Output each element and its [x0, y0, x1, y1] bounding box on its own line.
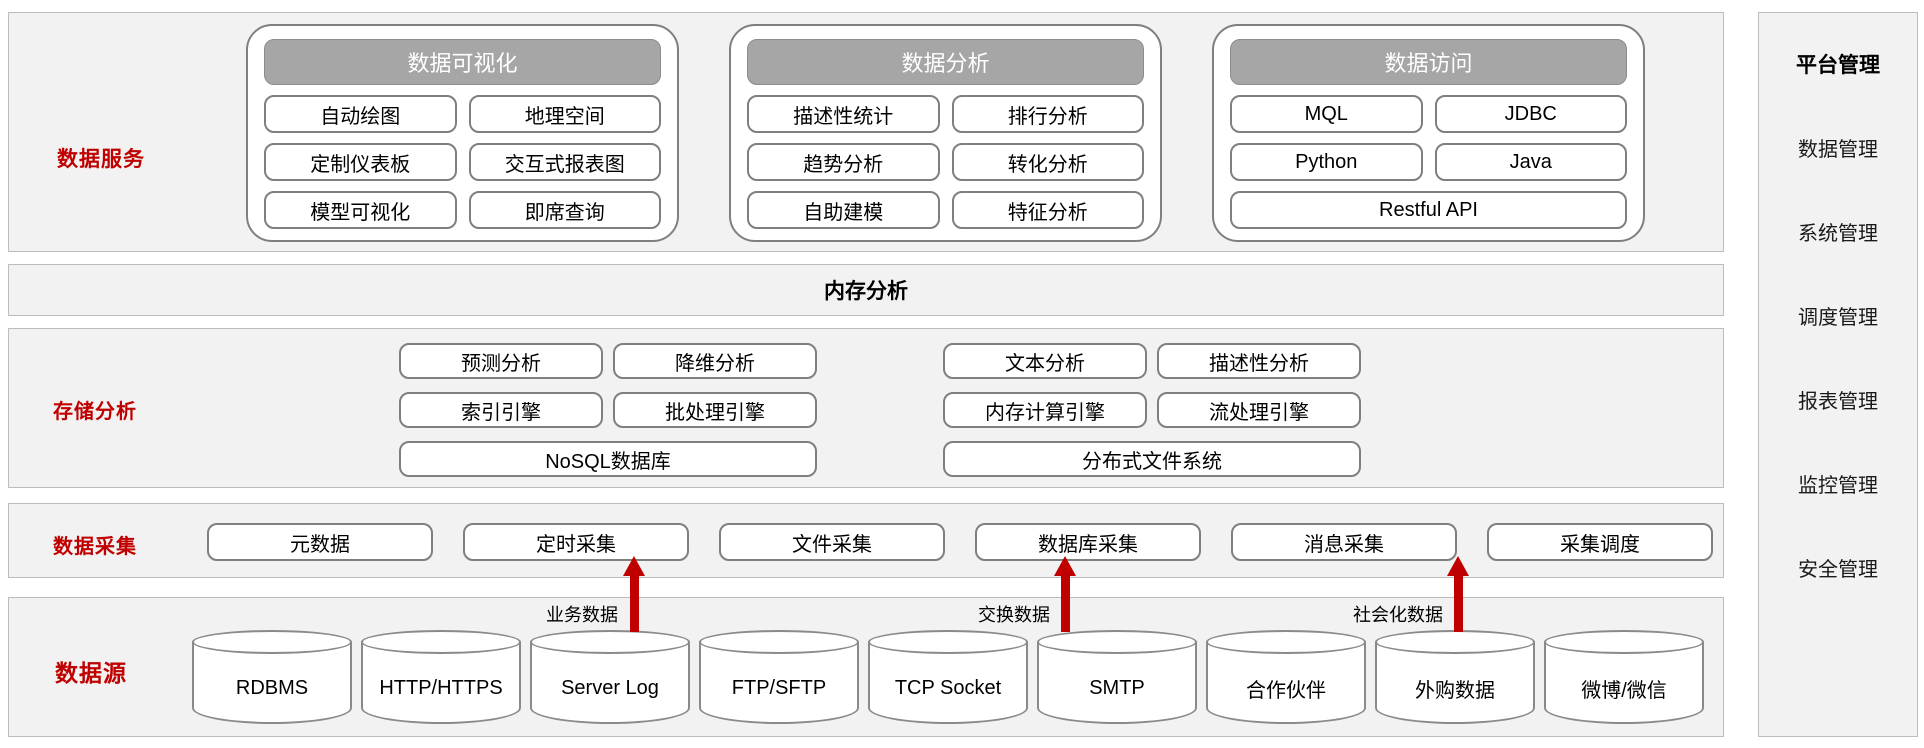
flow-label-exchange-data: 交换数据 [978, 605, 1050, 625]
service-groups: 数据可视化 自动绘图 地理空间 定制仪表板 交互式报表图 模型可视化 即席查询 … [246, 24, 1645, 242]
sidebar-item-security-management: 安全管理 [1798, 559, 1878, 581]
diagram-box: 交互式报表图 [468, 143, 661, 181]
section-label-data-collection: 数据采集 [53, 536, 137, 558]
cylinder-top-icon [699, 630, 859, 654]
database-cylinder: HTTP/HTTPS [361, 630, 521, 724]
database-cylinder: 合作伙伴 [1206, 630, 1366, 724]
diagram-box: 消息采集 [1231, 523, 1457, 561]
memory-analysis-label: 内存分析 [824, 280, 908, 303]
diagram-box: 降维分析 [613, 343, 817, 379]
up-arrow-icon [1054, 556, 1076, 632]
sidebar-item-data-management: 数据管理 [1798, 139, 1878, 161]
group-data-access: 数据访问 MQL JDBC Python Java Restful API [1212, 24, 1645, 242]
diagram-box: 流处理引擎 [1157, 392, 1361, 428]
database-cylinder: TCP Socket [868, 630, 1028, 724]
sidebar-platform-management: 平台管理 数据管理 系统管理 调度管理 报表管理 监控管理 安全管理 [1758, 12, 1918, 737]
diagram-box: 特征分析 [951, 191, 1144, 229]
section-data-services: 数据服务 数据可视化 自动绘图 地理空间 定制仪表板 交互式报表图 模型可视化 … [8, 12, 1724, 252]
section-label-data-services: 数据服务 [57, 148, 145, 171]
diagram-box: 元数据 [207, 523, 433, 561]
section-data-collection: 数据采集 元数据 定时采集 文件采集 数据库采集 消息采集 采集调度 [8, 503, 1724, 578]
diagram-box: 地理空间 [468, 95, 661, 133]
group-data-visualization: 数据可视化 自动绘图 地理空间 定制仪表板 交互式报表图 模型可视化 即席查询 [246, 24, 679, 242]
group-header-data-access: 数据访问 [1230, 39, 1627, 85]
collection-boxes: 元数据 定时采集 文件采集 数据库采集 消息采集 采集调度 [207, 523, 1713, 561]
cylinder-top-icon [1206, 630, 1366, 654]
diagram-box: 描述性分析 [1157, 343, 1361, 379]
section-data-sources: 数据源 RDBMS HTTP/HTTPS Server Log FTP/SFTP… [8, 597, 1724, 737]
diagram-box: 文件采集 [719, 523, 945, 561]
sidebar-item-system-management: 系统管理 [1798, 223, 1878, 245]
diagram-box: JDBC [1434, 95, 1627, 133]
group-data-analysis: 数据分析 描述性统计 排行分析 趋势分析 转化分析 自助建模 特征分析 [729, 24, 1162, 242]
diagram-box: 即席查询 [468, 191, 661, 229]
source-cylinders: RDBMS HTTP/HTTPS Server Log FTP/SFTP TCP… [192, 630, 1704, 724]
diagram-box: 描述性统计 [747, 95, 940, 133]
diagram-box: Java [1434, 143, 1627, 181]
diagram-box: 定制仪表板 [264, 143, 457, 181]
cylinder-top-icon [361, 630, 521, 654]
database-cylinder: FTP/SFTP [699, 630, 859, 724]
diagram-box: 索引引擎 [399, 392, 603, 428]
cylinder-top-icon [192, 630, 352, 654]
diagram-box: NoSQL数据库 [399, 441, 817, 477]
diagram-box: Restful API [1230, 191, 1627, 229]
group-header-data-visualization: 数据可视化 [264, 39, 661, 85]
cylinder-top-icon [1375, 630, 1535, 654]
cylinder-top-icon [868, 630, 1028, 654]
storage-right-group: 文本分析 描述性分析 内存计算引擎 流处理引擎 分布式文件系统 [943, 343, 1361, 477]
cylinder-top-icon [1544, 630, 1704, 654]
section-label-data-sources: 数据源 [55, 660, 127, 686]
diagram-box: 排行分析 [951, 95, 1144, 133]
storage-left-group: 预测分析 降维分析 索引引擎 批处理引擎 NoSQL数据库 [399, 343, 817, 477]
up-arrow-icon [623, 556, 645, 632]
diagram-box: 数据库采集 [975, 523, 1201, 561]
diagram-box: 定时采集 [463, 523, 689, 561]
diagram-box: 自助建模 [747, 191, 940, 229]
platform-management-title: 平台管理 [1796, 54, 1880, 77]
diagram-box: MQL [1230, 95, 1423, 133]
flow-label-business-data: 业务数据 [546, 605, 618, 625]
sidebar-item-report-management: 报表管理 [1798, 391, 1878, 413]
diagram-box: Python [1230, 143, 1423, 181]
database-cylinder: 外购数据 [1375, 630, 1535, 724]
diagram-box: 分布式文件系统 [943, 441, 1361, 477]
section-storage-analysis: 存储分析 预测分析 降维分析 索引引擎 批处理引擎 NoSQL数据库 文本分析 … [8, 328, 1724, 488]
section-label-storage-analysis: 存储分析 [53, 401, 137, 423]
database-cylinder: Server Log [530, 630, 690, 724]
database-cylinder: 微博/微信 [1544, 630, 1704, 724]
diagram-box: 预测分析 [399, 343, 603, 379]
diagram-box: 采集调度 [1487, 523, 1713, 561]
diagram-box: 内存计算引擎 [943, 392, 1147, 428]
group-header-data-analysis: 数据分析 [747, 39, 1144, 85]
cylinder-top-icon [530, 630, 690, 654]
diagram-box: 趋势分析 [747, 143, 940, 181]
diagram-box: 批处理引擎 [613, 392, 817, 428]
diagram-box: 文本分析 [943, 343, 1147, 379]
up-arrow-icon [1447, 556, 1469, 632]
database-cylinder: SMTP [1037, 630, 1197, 724]
diagram-box: 自动绘图 [264, 95, 457, 133]
cylinder-top-icon [1037, 630, 1197, 654]
sidebar-item-schedule-management: 调度管理 [1798, 307, 1878, 329]
database-cylinder: RDBMS [192, 630, 352, 724]
diagram-box: 模型可视化 [264, 191, 457, 229]
sidebar-item-monitor-management: 监控管理 [1798, 475, 1878, 497]
flow-label-social-data: 社会化数据 [1353, 605, 1443, 625]
diagram-box: 转化分析 [951, 143, 1144, 181]
section-memory-analysis: 内存分析 [8, 264, 1724, 316]
